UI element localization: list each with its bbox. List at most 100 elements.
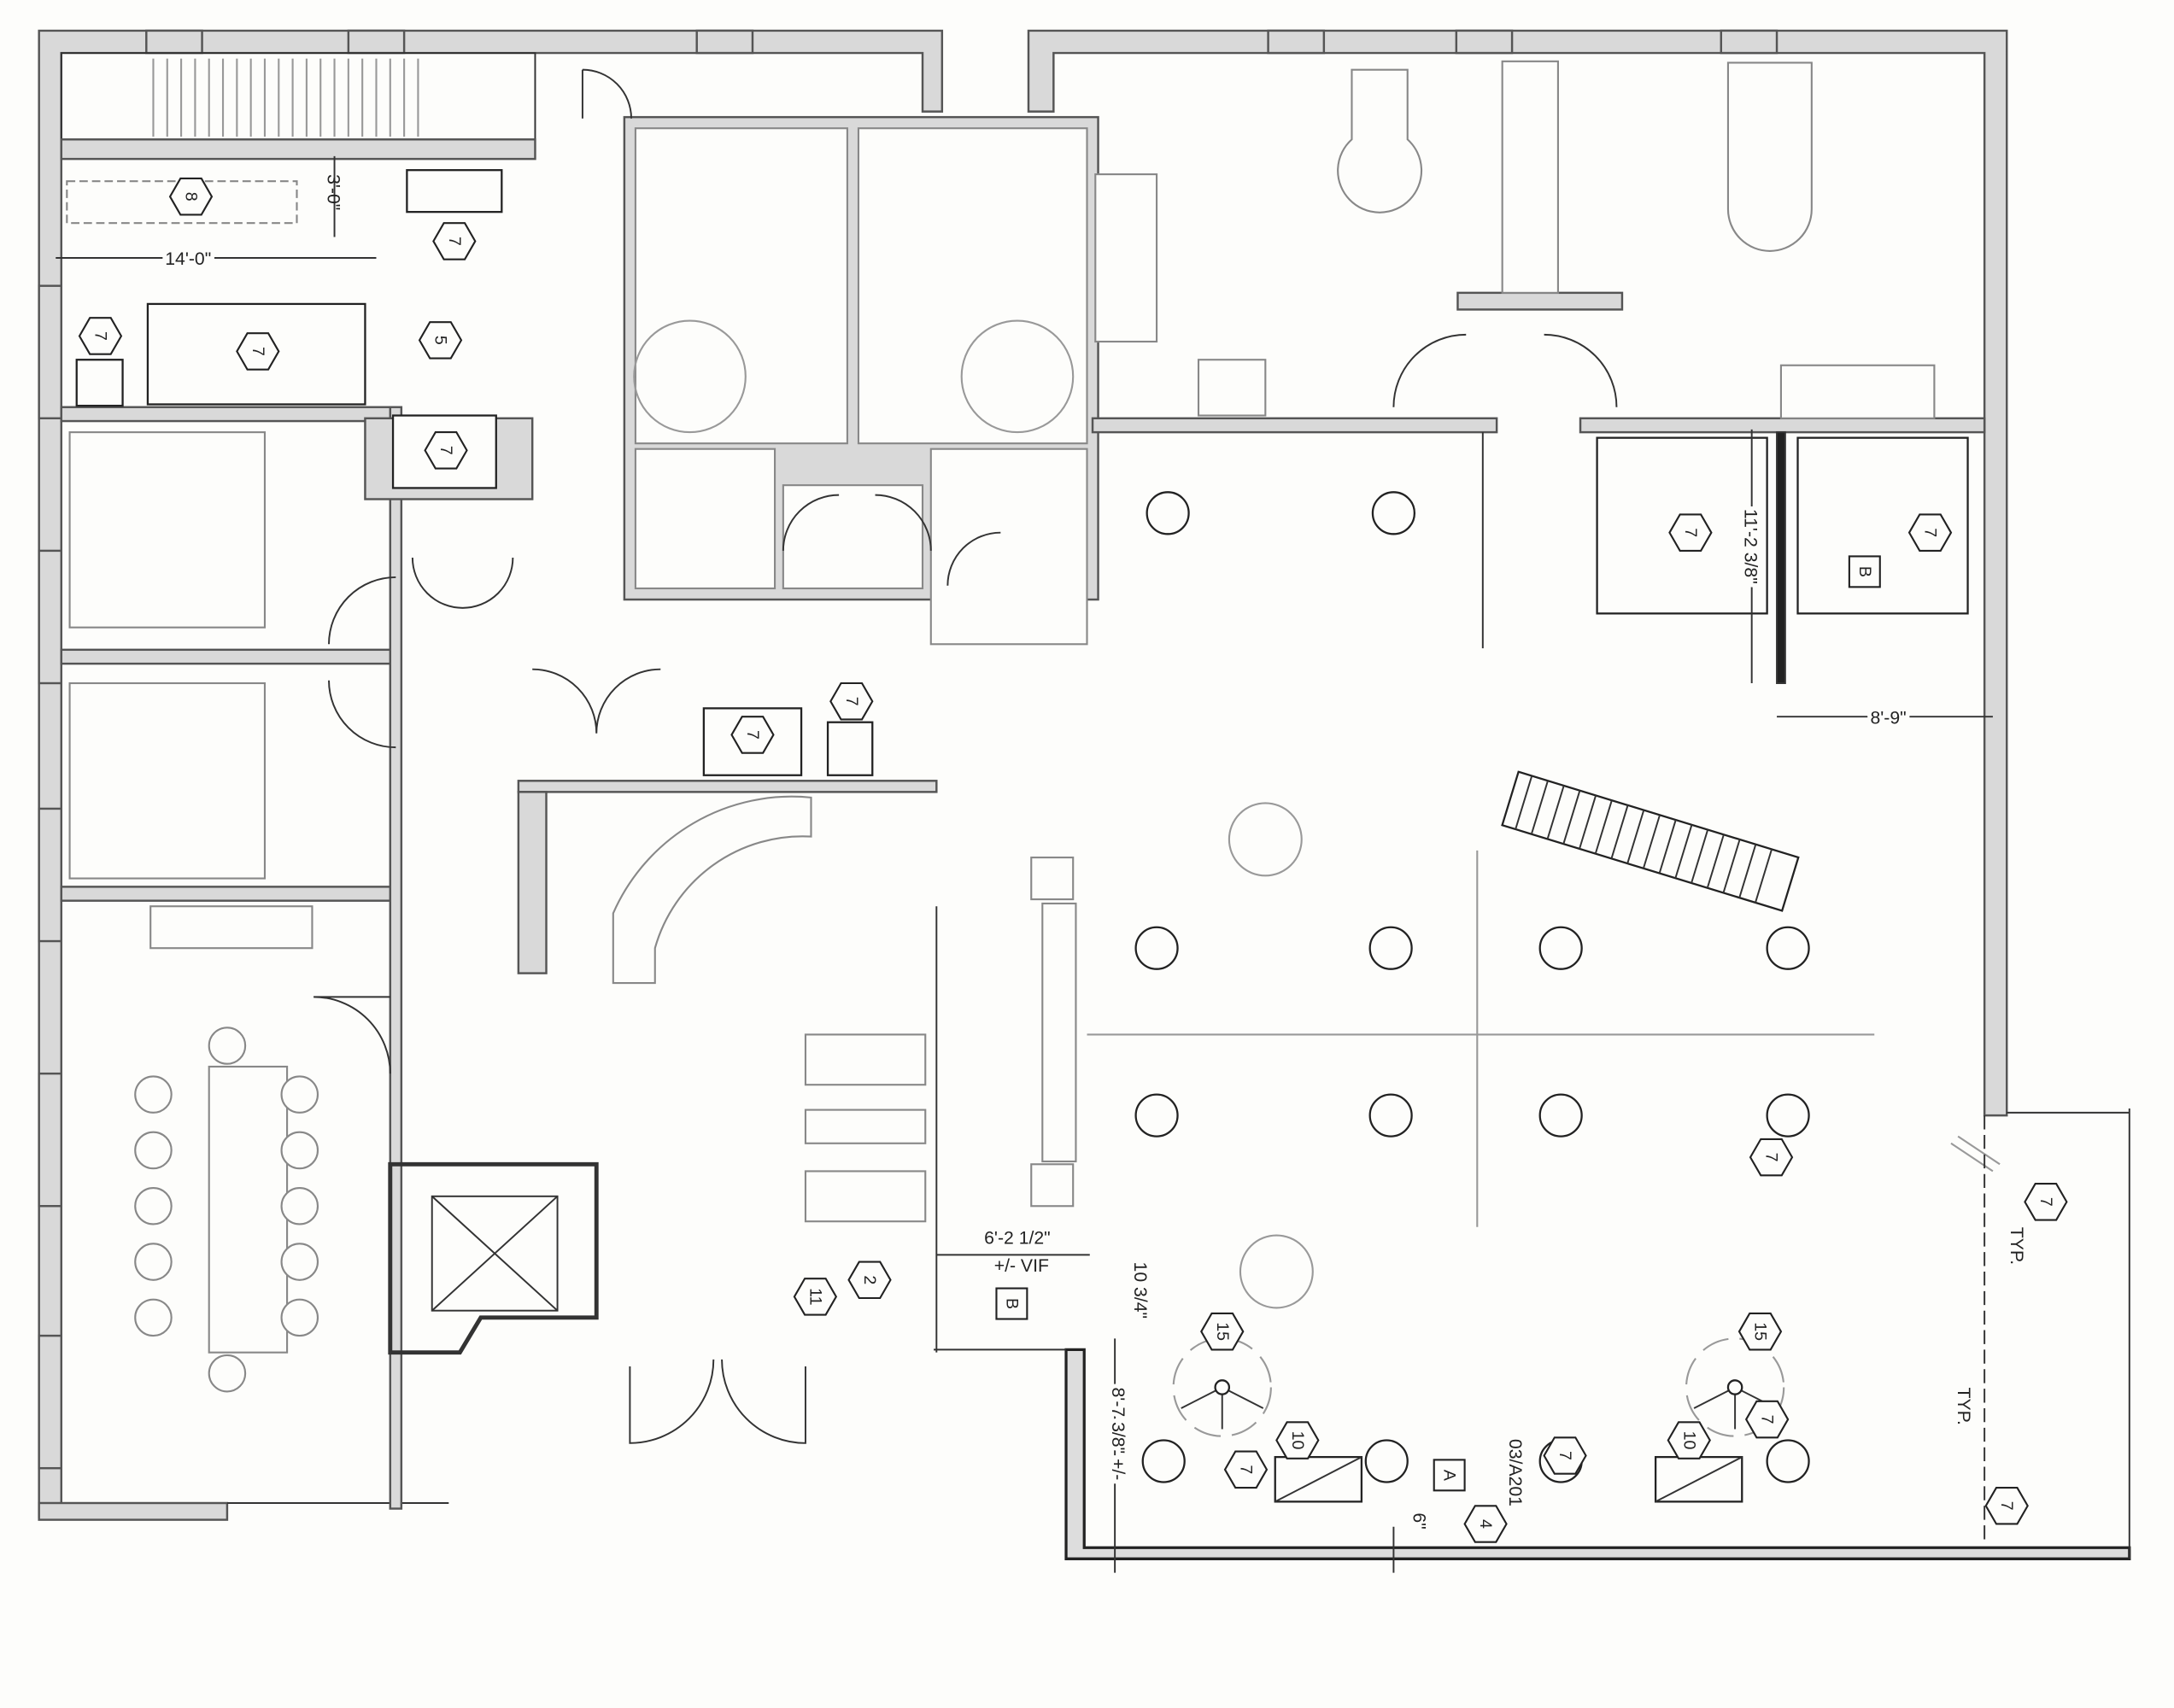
tag-label: B xyxy=(1002,1298,1021,1309)
stair-tread xyxy=(1562,790,1581,845)
stair-tread xyxy=(1691,829,1709,884)
tag-label: 7 xyxy=(1762,1153,1781,1162)
task-chair xyxy=(1368,1093,1413,1138)
dimension-10-3-4: 10 3/4" xyxy=(1130,1262,1150,1319)
tag-label: 7 xyxy=(1236,1465,1255,1474)
tag-label: 2 xyxy=(860,1275,879,1284)
conference-chair xyxy=(280,1186,319,1225)
hex-keynote-tag: 15 xyxy=(1737,1312,1783,1351)
conference-chair xyxy=(280,1131,319,1170)
hex-keynote-tag: 7 xyxy=(1984,1486,2029,1525)
conference-chair xyxy=(280,1298,319,1337)
square-keynote-tag: A xyxy=(1433,1459,1466,1492)
hex-keynote-tag: 7 xyxy=(1907,513,1953,552)
tag-label: 7 xyxy=(1997,1501,2016,1511)
tag-label: 15 xyxy=(1750,1322,1769,1341)
stair-north xyxy=(60,52,536,161)
task-chair xyxy=(1364,1439,1409,1483)
conference-chair xyxy=(134,1131,173,1170)
dimension-11ft: 11'-2 3/8" xyxy=(1741,509,1761,584)
tag-label: 4 xyxy=(1476,1519,1495,1529)
conference-chair xyxy=(208,1354,247,1393)
stair-tread xyxy=(1706,834,1725,889)
dimension-3ft: 3'-0" xyxy=(323,174,343,210)
dimension-lines xyxy=(56,155,1993,1573)
stair-tread xyxy=(1530,780,1549,834)
hex-keynote-tag: 7 xyxy=(1749,1138,1794,1177)
dimension-vif: +/- VIF xyxy=(994,1256,1049,1276)
tag-label: 8 xyxy=(182,192,201,202)
tag-label: 7 xyxy=(249,347,267,356)
doors xyxy=(314,68,1618,1444)
stair-tread xyxy=(1642,815,1661,869)
tag-label: 5 xyxy=(431,336,450,345)
tag-label: 7 xyxy=(1921,528,1940,537)
tag-label: 7 xyxy=(2036,1197,2055,1207)
exterior-walls xyxy=(38,29,2131,1560)
tag-label: 7 xyxy=(445,237,464,246)
dimension-14ft: 14'-0" xyxy=(165,249,211,269)
tag-label: 10 xyxy=(1288,1431,1307,1450)
dimension-8ft7: 8'-7 3/8" +/- xyxy=(1108,1387,1128,1480)
hex-keynote-tag: 11 xyxy=(793,1278,838,1316)
tag-label: 7 xyxy=(437,446,455,455)
stair-tread xyxy=(1738,844,1757,898)
stair-tread xyxy=(1674,824,1693,879)
task-chair xyxy=(1766,926,1810,970)
task-chair xyxy=(1766,1439,1810,1483)
task-chair xyxy=(1538,1093,1583,1138)
hex-keynote-tag: 7 xyxy=(1543,1436,1587,1475)
conference-chair xyxy=(208,1027,247,1065)
hex-keynote-tag: 15 xyxy=(1200,1312,1245,1351)
tag-label: 7 xyxy=(1758,1415,1777,1424)
hex-keynote-tag: 5 xyxy=(418,321,463,360)
hex-keynote-tag: 7 xyxy=(1223,1450,1269,1489)
hex-keynote-tag: 4 xyxy=(1463,1505,1508,1543)
task-chair xyxy=(1134,1093,1179,1138)
typ-note-2: TYP. xyxy=(1954,1387,1973,1424)
hex-keynote-tag: 7 xyxy=(1744,1400,1790,1439)
hex-keynote-tag: 10 xyxy=(1667,1421,1711,1459)
section-reference: 03/A201 xyxy=(1505,1439,1525,1506)
tag-label: A xyxy=(1440,1470,1459,1482)
tag-label: 11 xyxy=(806,1288,824,1305)
dimension-labels: 14'-0" 3'-0" 11'-2 3/8" 8'-9" 6'-2 1/2" … xyxy=(161,174,2026,1530)
hex-keynote-tag: 7 xyxy=(2024,1183,2068,1221)
conference-chair xyxy=(134,1243,173,1281)
stair-tread xyxy=(1722,839,1741,893)
task-chair xyxy=(1368,926,1413,970)
hex-keynote-tag: 7 xyxy=(432,222,477,260)
conference-chair xyxy=(280,1243,319,1281)
hex-keynote-tag: 7 xyxy=(1668,513,1713,552)
square-keynote-tag: B xyxy=(1848,555,1881,588)
task-chair xyxy=(1146,491,1190,535)
hex-keynote-tag: 7 xyxy=(78,317,123,355)
ceiling-fan-icon xyxy=(1172,1337,1272,1437)
stair-tread xyxy=(1594,799,1613,854)
hex-keynote-tag: 7 xyxy=(829,681,874,721)
conference-chair xyxy=(280,1075,319,1114)
stair-tread xyxy=(1610,804,1629,859)
conference-chair xyxy=(134,1186,173,1225)
task-chair xyxy=(1538,926,1583,970)
task-chair xyxy=(1371,491,1416,535)
conference-chair xyxy=(134,1075,173,1114)
square-keynote-tag: B xyxy=(995,1287,1028,1320)
hex-keynote-tag: 10 xyxy=(1275,1421,1320,1459)
stair-tread xyxy=(1579,795,1597,850)
hex-keynote-tag: 8 xyxy=(168,177,214,216)
typ-note-1: TYP. xyxy=(2007,1227,2026,1265)
tag-label: 15 xyxy=(1213,1322,1232,1341)
tag-label: 7 xyxy=(91,331,109,341)
tag-label: B xyxy=(1855,566,1874,577)
tag-label: 7 xyxy=(1556,1451,1574,1460)
stair-tread xyxy=(1546,785,1565,839)
tag-label: 10 xyxy=(1679,1431,1698,1450)
conference-chair xyxy=(134,1298,173,1337)
interior-walls xyxy=(60,115,1986,1510)
task-chair xyxy=(1134,926,1179,970)
task-chair xyxy=(1141,1439,1186,1483)
stair-tread xyxy=(1658,819,1677,874)
stair-tread xyxy=(1755,849,1773,904)
dimension-8ft9: 8'-9" xyxy=(1870,708,1906,728)
